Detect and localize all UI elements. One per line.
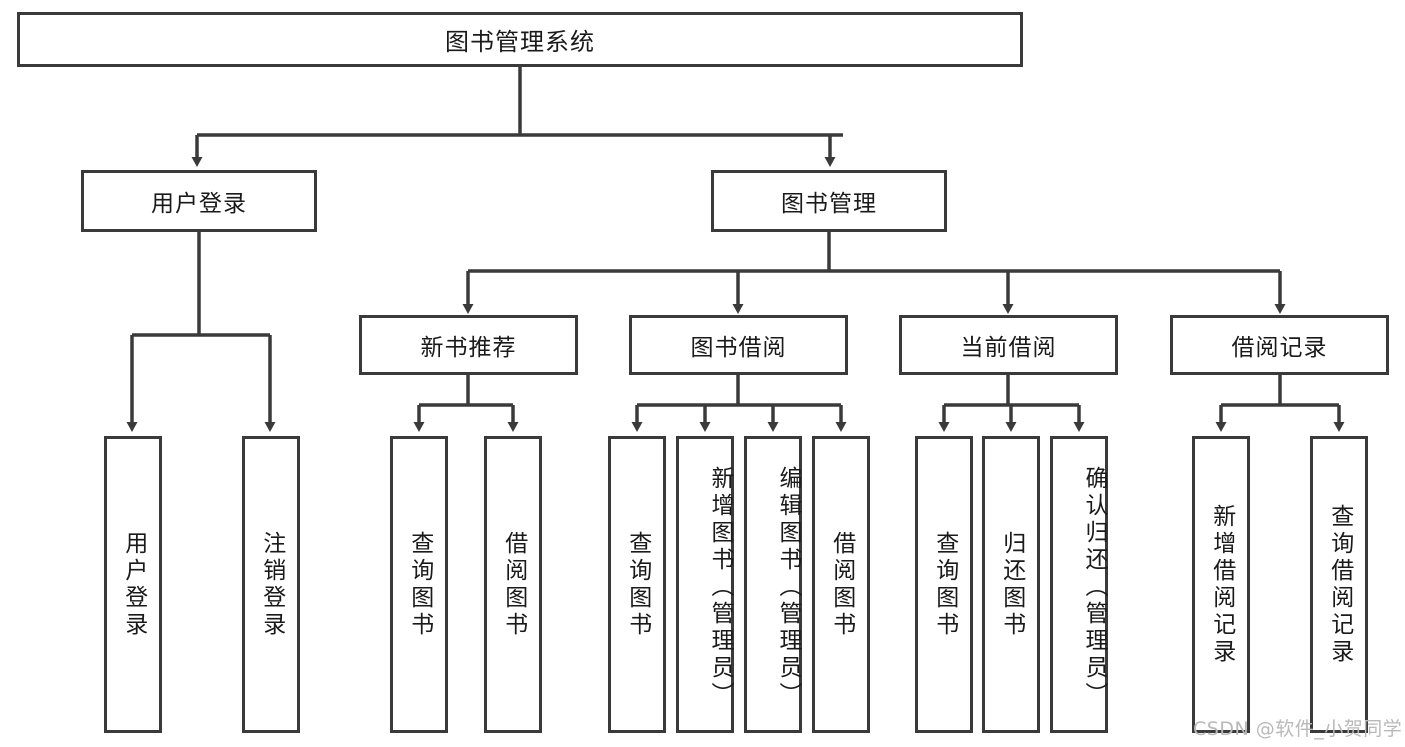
leaf-record-query-record[interactable]: 查询借阅记录 — [1310, 436, 1368, 733]
leaf-label: 查询图书 — [406, 530, 433, 639]
leaf-label: 确认归还（管理员） — [1081, 466, 1107, 709]
leaf-borrow-add-book-admin[interactable]: 新增图书（管理员） — [676, 436, 734, 733]
leaf-current-return-book[interactable]: 归还图书 — [982, 436, 1040, 733]
leaf-label: 注销登录 — [258, 530, 285, 639]
leaf-recommend-query-book[interactable]: 查询图书 — [390, 436, 448, 733]
leaf-label: 借阅图书 — [500, 530, 527, 639]
leaf-label: 新增图书（管理员） — [707, 466, 733, 709]
leaf-label: 查询借阅记录 — [1326, 503, 1353, 666]
leaf-user-login-logout[interactable]: 注销登录 — [242, 436, 300, 733]
leaf-borrow-query-book[interactable]: 查询图书 — [608, 436, 666, 733]
leaf-label: 用户登录 — [120, 530, 147, 639]
node-book-borrow[interactable]: 图书借阅 — [629, 315, 848, 375]
leaf-label: 借阅图书 — [828, 530, 855, 639]
node-book-management[interactable]: 图书管理 — [711, 170, 947, 232]
node-root-label: 图书管理系统 — [445, 28, 595, 56]
node-current-borrow[interactable]: 当前借阅 — [899, 315, 1118, 375]
leaf-borrow-borrow-book[interactable]: 借阅图书 — [812, 436, 870, 733]
node-book-management-label: 图书管理 — [781, 191, 877, 217]
leaf-record-add-record[interactable]: 新增借阅记录 — [1192, 436, 1250, 733]
node-borrow-record-label: 借阅记录 — [1231, 335, 1328, 361]
node-root[interactable]: 图书管理系统 — [17, 12, 1023, 67]
node-new-book-recommend-label: 新书推荐 — [420, 335, 517, 361]
node-user-login-label: 用户登录 — [151, 191, 247, 217]
leaf-label: 编辑图书（管理员） — [775, 466, 801, 709]
leaf-current-confirm-return-admin[interactable]: 确认归还（管理员） — [1050, 436, 1108, 733]
leaf-user-login-login[interactable]: 用户登录 — [104, 436, 162, 733]
node-borrow-record[interactable]: 借阅记录 — [1170, 315, 1389, 375]
csdn-watermark: CSDN @软件_小贺同学 — [1193, 718, 1403, 740]
leaf-recommend-borrow-book[interactable]: 借阅图书 — [484, 436, 542, 733]
node-new-book-recommend[interactable]: 新书推荐 — [359, 315, 578, 375]
leaf-borrow-edit-book-admin[interactable]: 编辑图书（管理员） — [744, 436, 802, 733]
leaf-current-query-book[interactable]: 查询图书 — [915, 436, 973, 733]
node-book-borrow-label: 图书借阅 — [690, 335, 787, 361]
leaf-label: 新增借阅记录 — [1208, 503, 1235, 666]
node-current-borrow-label: 当前借阅 — [960, 335, 1057, 361]
leaf-label: 查询图书 — [931, 530, 958, 639]
leaf-label: 归还图书 — [998, 530, 1025, 639]
node-user-login[interactable]: 用户登录 — [81, 170, 317, 232]
leaf-label: 查询图书 — [624, 530, 651, 639]
